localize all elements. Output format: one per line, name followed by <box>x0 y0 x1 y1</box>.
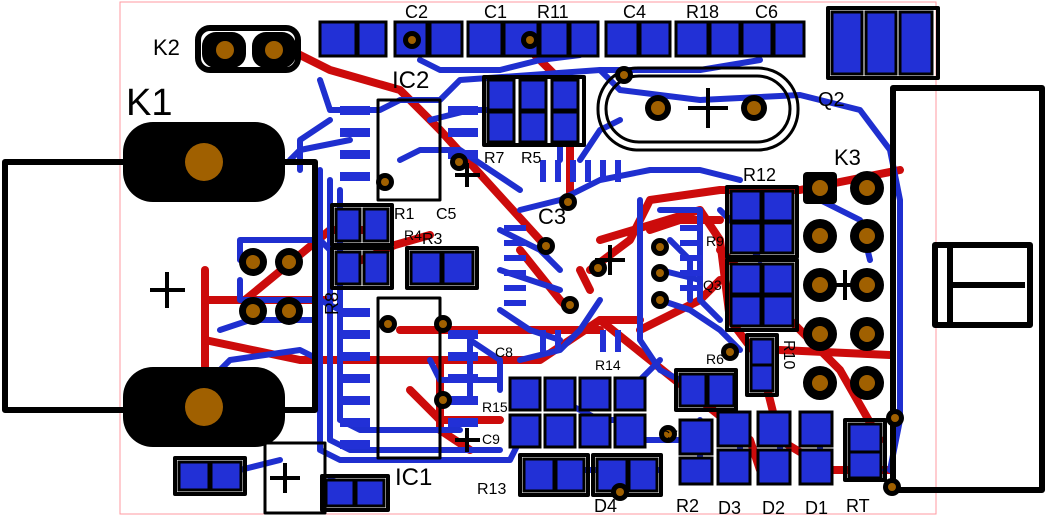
label-c9: C9 <box>482 431 500 447</box>
label-d3: D3 <box>718 498 741 518</box>
label-c6: C6 <box>755 2 778 22</box>
label-rt: RT <box>846 496 870 516</box>
label-r1: R1 <box>394 206 415 223</box>
label-r11: R11 <box>537 2 569 22</box>
label-d4: D4 <box>594 496 617 516</box>
label-d1: D1 <box>805 498 828 518</box>
label-r4: R4 <box>404 227 422 243</box>
label-r18: R18 <box>686 2 719 22</box>
label-k2: K2 <box>153 35 180 60</box>
ic2-outline <box>376 98 442 202</box>
ic1-outline <box>376 296 442 460</box>
label-r15: R15 <box>482 399 508 415</box>
label-c8: C8 <box>495 344 513 360</box>
label-r14: R14 <box>595 357 621 373</box>
label-r9: R9 <box>706 233 724 249</box>
component-labels: C2 C1 R11 C4 R18 C6 K2 K1 IC2 R7 R5 R12 … <box>126 2 870 518</box>
vias <box>376 31 904 501</box>
label-r6: R6 <box>706 351 724 367</box>
k3-tab <box>932 242 1033 328</box>
polarity-marks <box>150 88 860 493</box>
label-r2: R2 <box>676 496 699 516</box>
label-c4: C4 <box>623 2 646 22</box>
label-r3: R3 <box>422 231 443 248</box>
label-c7: C7 <box>660 427 678 443</box>
label-r5: R5 <box>521 150 542 167</box>
k3-housing <box>890 85 1045 493</box>
smd-pads <box>177 10 934 508</box>
label-r8: R8 <box>322 292 342 315</box>
label-ic2: IC2 <box>392 67 429 94</box>
label-c5: C5 <box>436 206 457 223</box>
label-k1: K1 <box>126 82 172 124</box>
label-r10: R10 <box>780 340 797 369</box>
label-r12: R12 <box>743 165 776 185</box>
label-k3: K3 <box>834 145 861 170</box>
label-d2: D2 <box>762 498 785 518</box>
k2-header <box>195 25 301 73</box>
label-q2: Q2 <box>818 89 845 111</box>
label-c2: C2 <box>405 2 428 22</box>
label-q3: Q3 <box>703 277 722 293</box>
crystal-outline <box>596 66 800 152</box>
label-r7: R7 <box>484 150 505 167</box>
label-c1: C1 <box>484 2 507 22</box>
label-r13: R13 <box>477 481 506 498</box>
through-hole-pads <box>123 32 884 447</box>
label-ic1: IC1 <box>395 464 432 491</box>
label-c3: C3 <box>538 204 566 229</box>
